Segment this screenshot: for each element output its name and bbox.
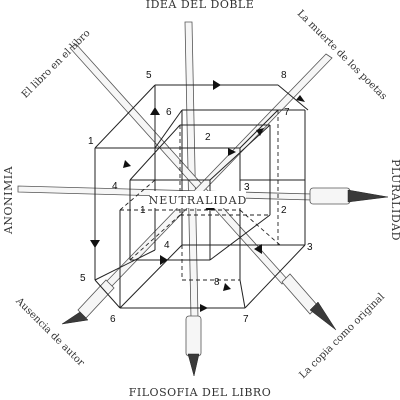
outer-vertex-2: 2 <box>205 132 211 143</box>
outer-vertex-5: 5 <box>146 70 152 81</box>
quill-horizontal-grip <box>309 187 351 205</box>
quill-horizontal-nib <box>347 189 389 203</box>
inner-vertex-4: 4 <box>164 240 170 251</box>
center-label-box <box>150 191 246 208</box>
quill-vertical-nib <box>187 353 200 377</box>
quill-diagonal-1-nib <box>309 301 337 331</box>
direction-arrows <box>90 80 305 312</box>
quill-vertical-grip <box>185 315 202 357</box>
label-left: ANONIMIA <box>2 165 15 235</box>
outer-vertex-3: 3 <box>244 182 250 193</box>
outer-vertex-numbers: 1 2 3 4 5 6 7 8 <box>88 70 290 193</box>
outer-vertex-6: 6 <box>166 107 172 118</box>
inner-vertex-6: 6 <box>110 314 116 325</box>
quill-diagonal-2-grip <box>77 279 115 319</box>
label-bottom: FILOSOFIA DEL LIBRO <box>129 386 271 399</box>
inner-vertex-5: 5 <box>80 273 86 284</box>
inner-vertex-1: 1 <box>140 205 146 216</box>
outer-vertex-4: 4 <box>112 181 118 192</box>
label-right: PLURALIDAD <box>389 159 400 241</box>
inner-vertex-numbers: 1 2 3 4 5 6 7 8 <box>80 205 313 325</box>
inner-vertex-2: 2 <box>281 205 287 216</box>
inner-vertex-3: 3 <box>307 242 313 253</box>
inner-cube <box>129 124 271 261</box>
outer-vertex-7: 7 <box>284 107 290 118</box>
label-top: IDEA DEL DOBLE <box>146 0 255 11</box>
label-bottom-left: Ausencia de autor <box>13 295 87 369</box>
outer-vertex-1: 1 <box>88 136 94 147</box>
quill-diagonal-2 <box>105 53 333 287</box>
quill-diagonal-2-nib <box>61 311 89 325</box>
center-label: NEUTRALIDAD <box>149 194 248 207</box>
inner-vertex-8: 8 <box>214 277 220 288</box>
outer-cube <box>94 84 309 309</box>
label-top-left: El libro en el libro <box>20 28 93 101</box>
label-top-right: La muerte de los poetas <box>295 8 389 102</box>
outer-vertex-8: 8 <box>281 70 287 81</box>
inner-vertex-7: 7 <box>243 314 249 325</box>
